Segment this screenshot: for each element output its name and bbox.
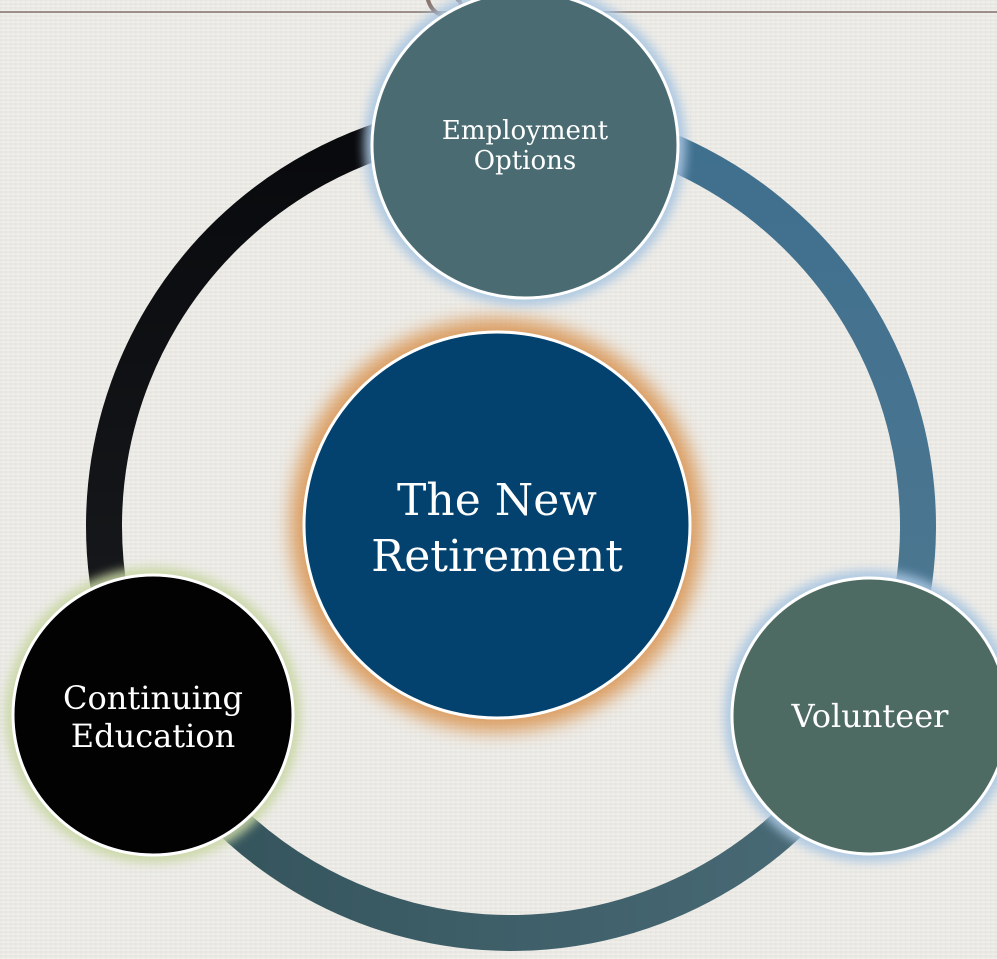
node-disc-continuing-education bbox=[11, 573, 295, 857]
node-label-line2-continuing-education: Education bbox=[71, 717, 235, 755]
node-disc-employment-options bbox=[370, 0, 680, 300]
center-disc bbox=[302, 330, 692, 720]
center-label-line1: The New bbox=[397, 475, 597, 526]
node-label-line1-employment-options: Employment bbox=[442, 116, 609, 146]
center-label-line2: Retirement bbox=[371, 531, 623, 582]
node-label-line1-continuing-education: Continuing bbox=[63, 679, 243, 717]
node-volunteer: Volunteer bbox=[724, 570, 997, 862]
node-label-line1-volunteer: Volunteer bbox=[791, 697, 950, 735]
node-disc-volunteer bbox=[730, 576, 997, 856]
node-label-line2-employment-options: Options bbox=[474, 146, 576, 176]
